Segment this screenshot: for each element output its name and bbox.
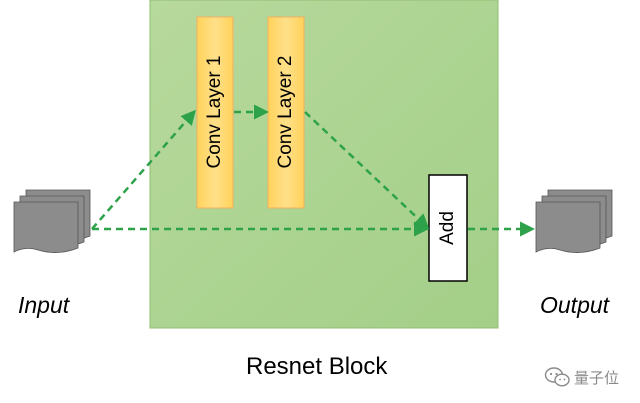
conv-layer-1-box [196, 16, 234, 209]
block-caption: Resnet Block [246, 353, 388, 380]
output-document-stack-icon [535, 189, 613, 253]
conv-layer-2-box [267, 16, 305, 209]
wechat-logo-icon [544, 367, 570, 387]
arrow-input-to-conv1 [91, 109, 196, 230]
output-label: Output [540, 292, 610, 318]
add-label: Add [437, 211, 458, 245]
arrow-conv2-to-add [304, 111, 430, 230]
conv-layer-1-label: Conv Layer 1 [204, 55, 225, 169]
input-document-stack-icon [13, 189, 91, 253]
add-box [428, 174, 468, 282]
conv-layer-2-label: Conv Layer 2 [275, 55, 296, 169]
input-label: Input [18, 292, 70, 318]
watermark-text: 量子位 [574, 368, 620, 387]
watermark: 量子位 [544, 364, 619, 390]
